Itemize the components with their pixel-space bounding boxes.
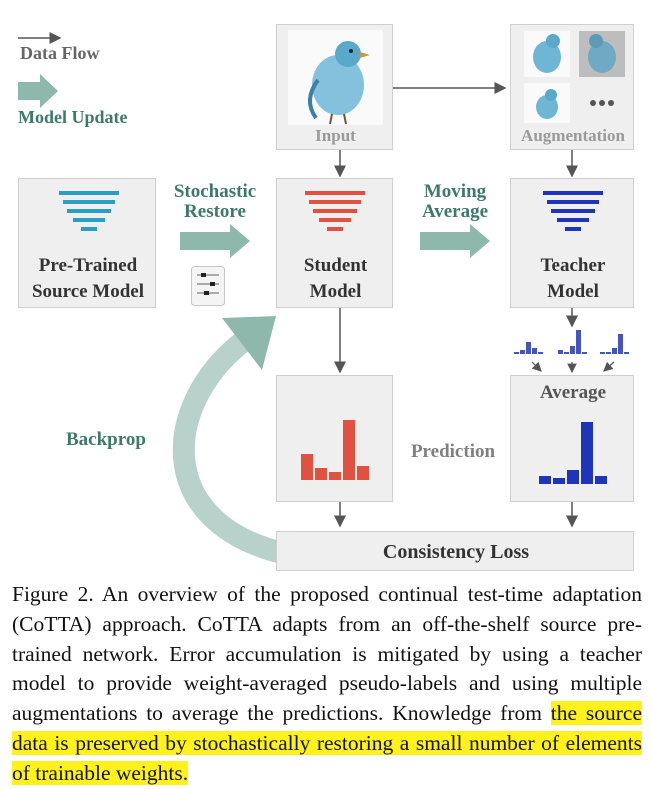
input-label: Input [315, 126, 356, 145]
aug-pred-1-arrow [531, 361, 542, 372]
consistency-loss-box: Consistency Loss [276, 531, 634, 571]
diagram-canvas [18, 32, 615, 564]
aug-histogram-2 [558, 330, 587, 354]
student-prediction-box [276, 375, 393, 502]
legend-data-flow-label: Data Flow [20, 43, 100, 63]
student-label-line2: Model [309, 281, 362, 302]
backprop-arrow-head [222, 316, 276, 370]
figure-caption: Figure 2. An overview of the proposed co… [12, 580, 642, 789]
bird-input-image [288, 30, 383, 125]
aug-pred-3-arrow [603, 361, 615, 372]
pretrained-label-line1: Pre-Trained [38, 255, 138, 276]
prediction-label: Prediction [410, 441, 496, 462]
cotta-overview-diagram: Data Flow Model Update Input [18, 24, 634, 571]
stochastic-restore-arrow [180, 224, 250, 258]
aug-histogram-1 [514, 342, 543, 354]
legend-model-update-arrow [18, 74, 58, 108]
augmentation-label: Augmentation [521, 126, 625, 145]
weight-mask-icon [191, 266, 225, 306]
teacher-model-box: Teacher Model [510, 178, 634, 308]
legend-model-update-label: Model Update [18, 107, 128, 127]
student-prediction-histogram [301, 420, 369, 480]
aug-histogram-3 [600, 334, 629, 354]
backprop-label: Backprop [66, 429, 146, 450]
augmented-predictions [514, 330, 629, 354]
augmentation-box: Augmentation [510, 24, 634, 150]
teacher-label-line1: Teacher [540, 255, 606, 276]
average-label: Average [539, 382, 607, 403]
teacher-average-histogram [539, 422, 607, 484]
teacher-average-box: Average [510, 375, 634, 502]
moving-label-line1: Moving [423, 181, 487, 202]
stochastic-label-line2: Restore [184, 201, 246, 222]
student-model-box: Student Model [276, 178, 393, 308]
backprop-curved-arrow [172, 331, 285, 564]
student-label-line1: Student [303, 255, 368, 276]
pretrained-label-line2: Source Model [31, 281, 145, 302]
student-model-icon [305, 191, 365, 231]
augmented-images [524, 31, 625, 123]
pretrained-model-box: Pre-Trained Source Model [18, 178, 156, 308]
pretrained-model-icon [59, 191, 119, 231]
caption-text: Figure 2. An overview of the proposed co… [12, 582, 642, 726]
input-box: Input [276, 24, 393, 150]
moving-average-arrow [420, 224, 490, 258]
moving-label-line2: Average [421, 201, 489, 222]
stochastic-label-line1: Stochastic [173, 181, 257, 202]
teacher-label-line2: Model [547, 281, 599, 302]
teacher-model-icon [543, 191, 603, 231]
consistency-loss-label: Consistency Loss [382, 541, 530, 563]
